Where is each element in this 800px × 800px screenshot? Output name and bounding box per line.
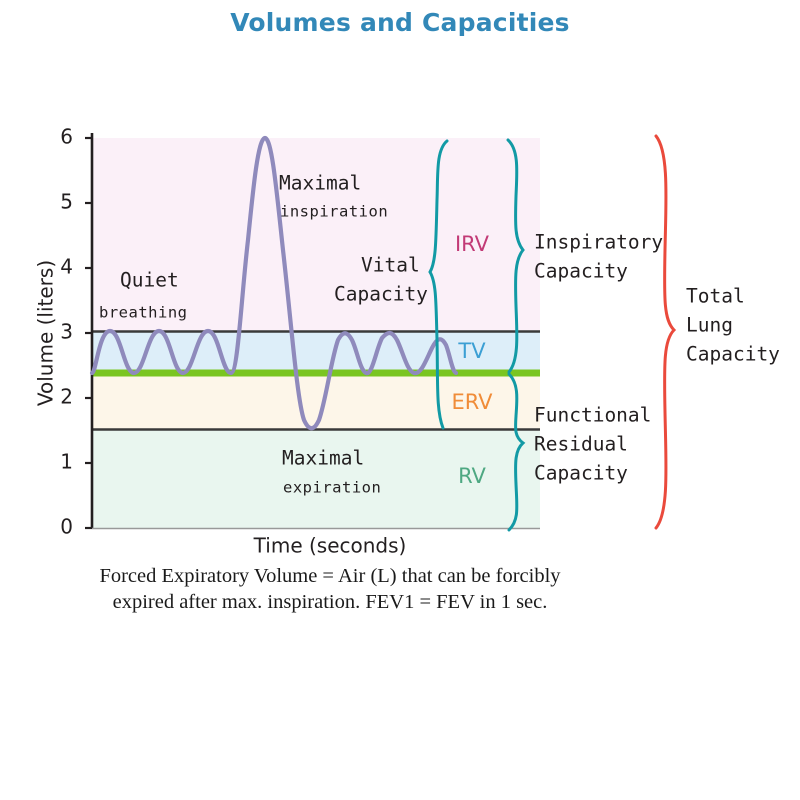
brace-vital-capacity [428, 139, 449, 430]
caption-line-2: expired after max. inspiration. FEV1 = F… [112, 591, 548, 613]
y-axis-title: Volume (liters) [34, 260, 58, 406]
label-irv: IRV [455, 232, 490, 256]
label-rv: RV [458, 464, 486, 488]
figure-caption: Forced Expiratory Volume = Air (L) that … [40, 563, 620, 615]
y-axis-ticks [85, 136, 92, 530]
y-tick-6: 6 [60, 125, 73, 149]
annotation-maximal-inspiration-line1: Maximal [279, 172, 361, 195]
y-tick-4: 4 [60, 255, 73, 279]
label-erv: ERV [451, 390, 493, 414]
annotation-total-lung-line3: Capacity [686, 343, 780, 366]
brace-functional-residual-capacity [507, 372, 526, 532]
annotation-quiet-breathing-line1: Quiet [120, 269, 179, 292]
y-tick-3: 3 [60, 320, 73, 344]
y-tick-2: 2 [60, 385, 73, 409]
band-erv [92, 373, 540, 429]
label-tv: TV [457, 339, 486, 363]
band-rv [92, 429, 540, 528]
y-tick-5: 5 [60, 190, 73, 214]
brace-inspiratory-capacity [506, 138, 525, 374]
spirogram-trace [89, 135, 459, 431]
annotation-vital-capacity-line2: Capacity [334, 283, 428, 306]
annotation-total-lung-line2: Lung [686, 314, 733, 337]
annotation-vital-capacity-line1: Vital [361, 254, 420, 277]
brace-total-lung-capacity [654, 134, 677, 530]
annotation-functional-residual-line1: Functional [534, 404, 651, 427]
annotation-maximal-expiration-line2: expiration [283, 479, 381, 497]
annotation-total-lung-line1: Total [686, 285, 745, 308]
caption-line-1: Forced Expiratory Volume = Air (L) that … [99, 565, 561, 587]
x-axis-title: Time (seconds) [253, 534, 407, 558]
annotation-maximal-inspiration-line2: inspiration [280, 203, 388, 221]
annotation-inspiratory-capacity-line1: Inspiratory [534, 231, 663, 254]
annotation-inspiratory-capacity-line2: Capacity [534, 260, 628, 283]
annotation-functional-residual-line2: Residual [534, 433, 628, 456]
band-irv [92, 138, 540, 331]
annotation-quiet-breathing-line2: breathing [99, 304, 188, 322]
y-tick-0: 0 [60, 515, 73, 539]
annotation-maximal-expiration-line1: Maximal [282, 447, 364, 470]
annotation-functional-residual-line3: Capacity [534, 462, 628, 485]
page-title: Volumes and Capacities [230, 8, 570, 37]
y-tick-1: 1 [60, 450, 73, 474]
